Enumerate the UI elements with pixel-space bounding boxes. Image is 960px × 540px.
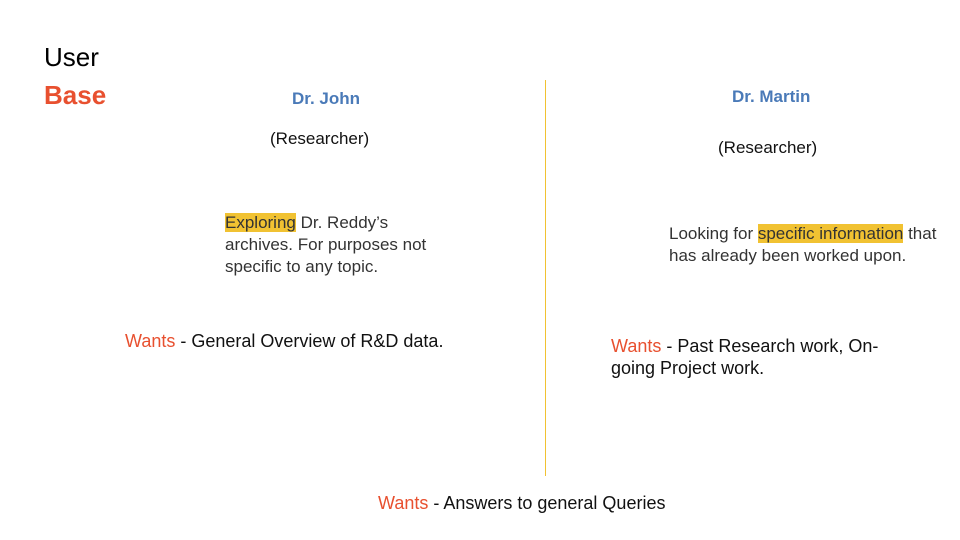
description-text: that has already been worked upon. <box>669 224 937 265</box>
highlight-text: Exploring <box>225 213 296 232</box>
description-text: Dr. Reddy’s archives. For purposes not s… <box>225 213 427 276</box>
highlight-text: specific information <box>757 224 904 243</box>
wants-text: - Answers to general Queries <box>428 493 666 513</box>
persona-wants-right: Wants - Past Research work, On-going Pro… <box>611 335 911 379</box>
persona-description-right: Looking for specific information that ha… <box>669 223 939 267</box>
persona-name-left: Dr. John <box>292 89 361 108</box>
wants-text: - Past Research work, On-going Project w… <box>611 336 879 378</box>
column-divider <box>545 80 546 476</box>
persona-name-right: Dr. Martin <box>732 87 811 106</box>
persona-description-left: Exploring Dr. Reddy’s archives. For purp… <box>225 212 445 278</box>
wants-label: Wants <box>611 336 662 356</box>
title-base: Base <box>44 80 107 110</box>
wants-text: - General Overview of R&D data. <box>175 331 444 351</box>
description-text: Looking for <box>669 224 758 243</box>
shared-wants: Wants - Answers to general Queries <box>378 492 665 514</box>
title-user: User <box>44 42 99 72</box>
wants-label: Wants <box>125 331 176 351</box>
persona-wants-left: Wants - General Overview of R&D data. <box>125 330 455 352</box>
wants-label: Wants <box>378 493 429 513</box>
persona-role-left: (Researcher) <box>270 129 370 148</box>
persona-role-right: (Researcher) <box>718 138 818 157</box>
